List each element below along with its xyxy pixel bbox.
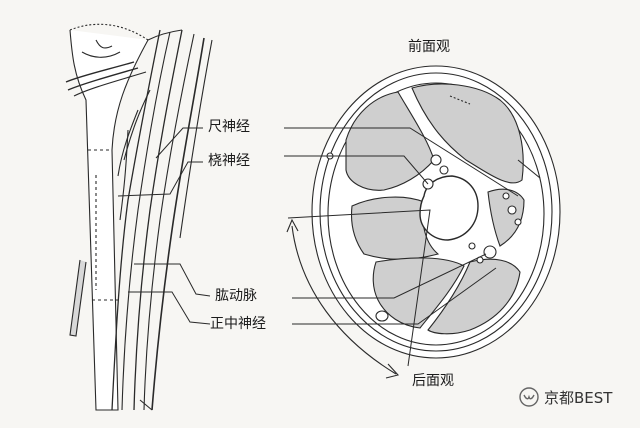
leader-ulnar-section — [284, 127, 519, 197]
watermark: 京都BEST — [519, 386, 612, 408]
strap — [65, 61, 135, 83]
leader-median — [128, 291, 211, 325]
brachial-artery-strand — [151, 37, 205, 411]
humerus-section — [419, 175, 479, 241]
label-brachial-artery: 肱动脉 — [215, 288, 257, 304]
arm-longitudinal-view — [65, 23, 213, 411]
leader-brachial-section — [287, 209, 431, 367]
humerus-bone — [69, 29, 149, 411]
muscle-anterior-upper — [411, 83, 524, 184]
muscle-lateral — [350, 196, 440, 260]
leader-median-section — [292, 253, 487, 299]
leader-brachial — [134, 263, 211, 297]
muscle-posterior-right — [427, 258, 521, 335]
wechat-channel-icon — [519, 387, 539, 407]
label-radial-nerve: 桡神经 — [208, 153, 250, 169]
watermark-text: 京都BEST — [544, 388, 613, 407]
skin-inner — [319, 72, 553, 352]
muscle-medial — [487, 188, 525, 247]
arrow-head-top — [286, 218, 299, 233]
leader-radial — [117, 161, 203, 197]
radial-nerve-strand — [133, 29, 183, 411]
label-anterior-view: 前面观 — [408, 39, 450, 55]
label-posterior-view: 后面观 — [412, 373, 454, 389]
label-ulnar-nerve: 尺神经 — [208, 119, 250, 135]
artery-section — [430, 154, 442, 166]
arrow-head-bottom — [385, 363, 400, 379]
left-leader-lines — [117, 127, 211, 325]
arm-cross-section — [311, 65, 561, 359]
leader-radial-section — [284, 155, 429, 185]
nerve-stub — [69, 259, 87, 337]
leader-ulnar — [155, 127, 203, 159]
ulnar-nerve-strand — [111, 29, 161, 411]
right-leader-lines — [284, 127, 519, 367]
rotation-arrow — [286, 218, 400, 379]
label-median-nerve: 正中神经 — [210, 316, 266, 332]
